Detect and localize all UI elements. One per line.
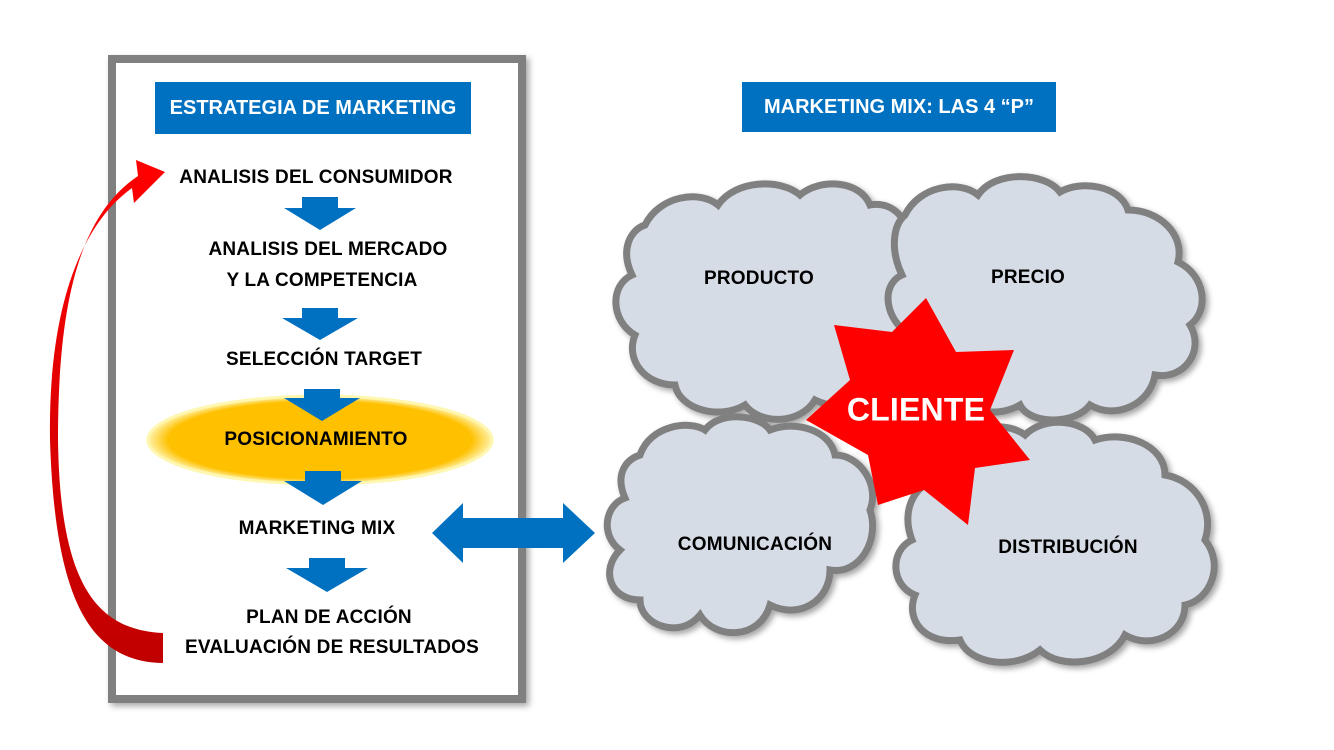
double-arrow-icon bbox=[432, 503, 595, 563]
cloud-label-producto: PRODUCTO bbox=[704, 268, 814, 289]
cloud-label-distribucion: DISTRIBUCIÓN bbox=[998, 537, 1138, 558]
step-mercado-line1: ANALISIS DEL MERCADO bbox=[208, 239, 448, 260]
step-plan-line2: EVALUACIÓN DE RESULTADOS bbox=[184, 637, 480, 658]
down-arrow-icon bbox=[284, 197, 356, 230]
flow-arrows bbox=[282, 197, 368, 592]
down-arrow-icon bbox=[282, 308, 358, 340]
down-arrow-icon bbox=[286, 558, 368, 592]
cliente-label: CLIENTE bbox=[846, 391, 986, 428]
cloud-distribucion bbox=[892, 418, 1218, 666]
clouds bbox=[603, 173, 1218, 666]
cloud-label-comunicacion: COMUNICACIÓN bbox=[677, 534, 833, 555]
cloud-comunicacion bbox=[603, 413, 877, 637]
step-posicionamiento: POSICIONAMIENTO bbox=[224, 429, 408, 450]
marketing-mix-header: MARKETING MIX: LAS 4 “P” bbox=[742, 82, 1056, 132]
step-consumidor: ANALISIS DEL CONSUMIDOR bbox=[179, 167, 453, 188]
down-arrow-icon bbox=[284, 471, 362, 505]
feedback-arrow-icon bbox=[49, 160, 165, 663]
step-marketing-mix: MARKETING MIX bbox=[238, 518, 396, 539]
strategy-frame bbox=[108, 55, 526, 703]
strategy-header: ESTRATEGIA DE MARKETING bbox=[155, 82, 471, 134]
cloud-label-precio: PRECIO bbox=[990, 267, 1066, 288]
down-arrow-icon bbox=[284, 389, 360, 421]
step-plan-line1: PLAN DE ACCIÓN bbox=[246, 607, 412, 628]
step-target: SELECCIÓN TARGET bbox=[225, 349, 423, 370]
step-mercado-line2: Y LA COMPETENCIA bbox=[226, 270, 418, 291]
cliente-star bbox=[806, 298, 1030, 525]
